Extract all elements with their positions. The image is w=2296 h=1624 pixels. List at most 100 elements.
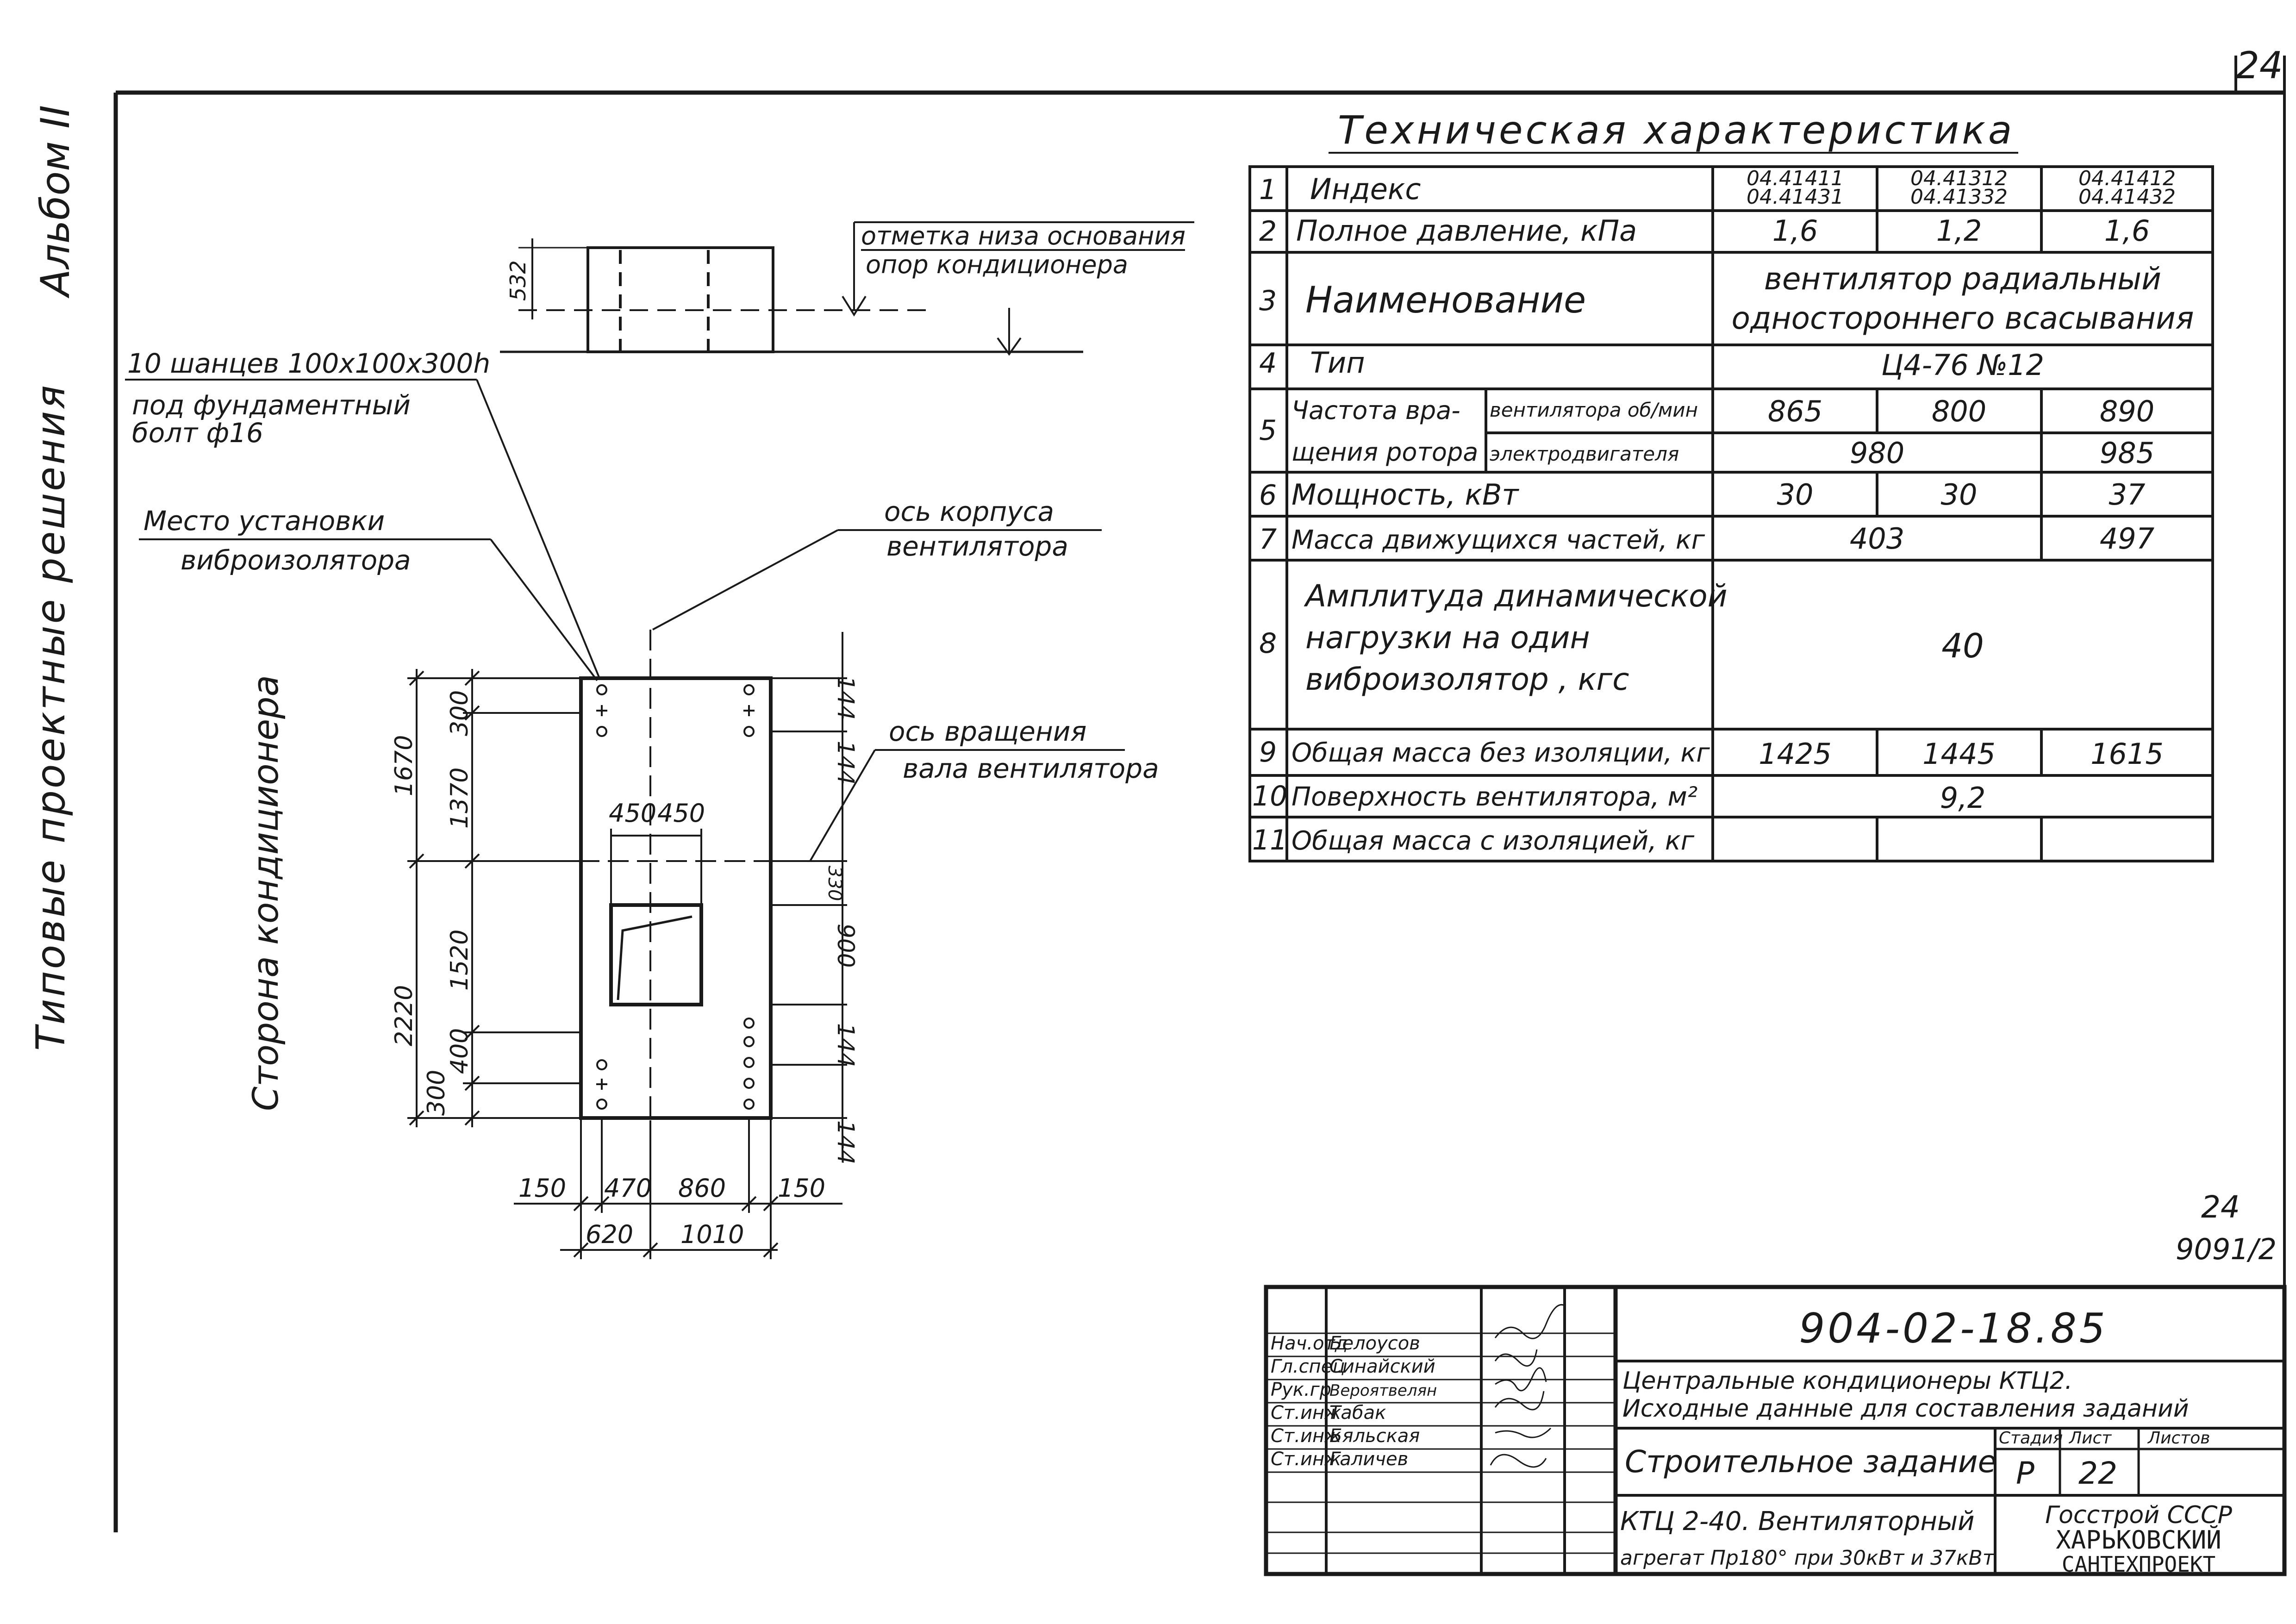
index-1b: 04.41431	[1747, 185, 1844, 209]
row-num: 4	[1259, 347, 1277, 380]
label-rotation-a: Частота вра-	[1292, 396, 1460, 425]
stamp-name: Вероятвелян	[1329, 1381, 1437, 1400]
dim-1010: 1010	[680, 1220, 744, 1249]
row-num: 5	[1259, 414, 1277, 447]
dim-860: 860	[678, 1174, 726, 1203]
label-pressure: Полное давление, кПа	[1296, 214, 1637, 248]
sheet-header: Лист	[2068, 1429, 2112, 1448]
sheet-ref-a: 24	[2201, 1189, 2240, 1225]
row-num: 3	[1259, 285, 1277, 317]
pressure-3: 1,6	[2104, 214, 2150, 248]
amplitude-value: 40	[1941, 626, 1984, 665]
label-rotation-b: щения ротора	[1292, 437, 1478, 467]
dim-450-1: 450	[609, 799, 656, 828]
label-mass-no-insulation: Общая масса без изоляции, кг	[1292, 738, 1710, 768]
axis-body-text-1: ось корпуса	[884, 496, 1054, 527]
dim-470: 470	[604, 1174, 652, 1203]
dim-532: 532	[505, 260, 530, 301]
row-num: 1	[1259, 174, 1277, 206]
project-code: 904-02-18.85	[1799, 1305, 2108, 1352]
isolator-text-1: Место установки	[144, 505, 385, 537]
label-power: Мощность, кВт	[1292, 478, 1519, 512]
stamp-name: Галичев	[1329, 1449, 1408, 1470]
drawing-name-1: КТЦ 2-40. Вентиляторный	[1620, 1506, 1975, 1537]
rpm-fan-1: 865	[1768, 394, 1822, 428]
label-type: Тип	[1310, 346, 1365, 380]
index-3b: 04.41432	[2078, 185, 2176, 209]
stamp-role: Гл.спец	[1271, 1356, 1345, 1377]
stage-value: Р	[2016, 1455, 2034, 1491]
label-rotation-motor: электродвигателя	[1490, 443, 1679, 465]
row-num: 2	[1259, 215, 1277, 248]
anchors-text-3: болт ф16	[132, 417, 263, 449]
pressure-2: 1,2	[1936, 214, 1982, 248]
moving-mass-3: 497	[2100, 522, 2154, 556]
dim-300-top: 300	[446, 690, 474, 736]
name-value-1: вентилятор радиальный	[1764, 261, 2161, 297]
drawing-name-2: агрегат Пр180° при 30кВт и 37кВт	[1620, 1546, 1995, 1570]
pressure-1: 1,6	[1772, 214, 1818, 248]
row-num: 7	[1259, 523, 1277, 556]
row-num: 11	[1252, 824, 1287, 856]
dim-150-left: 150	[518, 1174, 566, 1203]
axis-shaft-text-2: вала вентилятора	[903, 753, 1159, 784]
anchors-text-1: 10 шанцев 100x100x300h	[127, 348, 490, 379]
stage-header: Стадия	[1999, 1429, 2063, 1448]
stamp-role: Рук.гр	[1271, 1379, 1331, 1400]
stamp-name: Синайский	[1329, 1356, 1435, 1377]
power-3: 37	[2109, 478, 2146, 512]
stamp-role: Ст.инж	[1271, 1425, 1341, 1447]
org-line-1: Госстрой СССР	[2045, 1501, 2232, 1529]
row-num: 10	[1252, 780, 1287, 812]
label-moving-mass: Масса движущихся частей, кг	[1292, 525, 1705, 555]
mass-1: 1425	[1759, 737, 1832, 771]
rpm-fan-3: 890	[2100, 394, 2154, 428]
row-num: 9	[1259, 736, 1277, 768]
dim-400: 400	[446, 1028, 474, 1074]
dim-900: 900	[832, 924, 859, 968]
dim-300-bottom: 300	[423, 1070, 450, 1116]
dim-1520: 1520	[446, 930, 474, 991]
index-2a: 04.41312	[1910, 167, 2008, 190]
dim-144-4: 144	[832, 1120, 859, 1164]
dim-144-3: 144	[832, 1023, 859, 1067]
rpm-motor-3: 985	[2100, 436, 2154, 470]
stamp-title-2: Исходные данные для составления заданий	[1622, 1395, 2189, 1423]
dim-330: 330	[824, 866, 845, 901]
label-amplitude-1: Амплитуда динамической	[1304, 578, 1728, 614]
label-amplitude-3: виброизолятор , кгс	[1305, 662, 1629, 697]
dim-620: 620	[586, 1220, 633, 1249]
sheet-corner-number: 24	[2236, 44, 2283, 87]
stamp-name: Белоусов	[1329, 1333, 1420, 1354]
doc-name: Строительное задание	[1625, 1444, 1997, 1480]
anchors-text-2: под фундаментный	[132, 389, 411, 421]
sheets-header: Листов	[2147, 1429, 2210, 1448]
dim-2220: 2220	[390, 985, 418, 1046]
label-mass-insulation: Общая масса с изоляцией, кг	[1292, 826, 1695, 856]
side-conditioner-text: Сторона кондиционера	[245, 675, 286, 1111]
name-value-2: одностороннего всасывания	[1732, 300, 2194, 336]
org-line-2: ХАРЬКОВСКИЙ	[2056, 1525, 2221, 1555]
mass-3: 1615	[2090, 737, 2164, 771]
stamp-role: Нач.отд	[1271, 1333, 1348, 1354]
index-3a: 04.41412	[2078, 167, 2176, 190]
stamp-role: Ст.инж	[1271, 1402, 1341, 1424]
elev-mark-2: опор кондиционера	[866, 250, 1128, 279]
label-amplitude-2: нагрузки на один	[1305, 620, 1590, 656]
label-index: Индекс	[1310, 172, 1421, 206]
dim-144-1: 144	[832, 676, 859, 720]
moving-mass-12: 403	[1850, 522, 1904, 556]
dim-150-right: 150	[778, 1174, 825, 1203]
label-fan-surface: Поверхность вентилятора, м²	[1292, 782, 1697, 812]
surface-value: 9,2	[1940, 781, 1986, 815]
stamp-title-1: Центральные кондиционеры КТЦ2.	[1622, 1367, 2072, 1395]
index-1a: 04.41411	[1747, 167, 1844, 190]
stamp-name: Бяльская	[1329, 1425, 1420, 1447]
org-line-3: САНТЕХПРОЕКТ	[2062, 1552, 2215, 1577]
stamp-name: Табак	[1329, 1402, 1386, 1424]
dim-1670: 1670	[390, 735, 418, 796]
isolator-text-2: виброизолятора	[181, 544, 411, 576]
rpm-fan-2: 800	[1932, 394, 1986, 428]
sheet-ref-b: 9091/2	[2176, 1232, 2277, 1266]
